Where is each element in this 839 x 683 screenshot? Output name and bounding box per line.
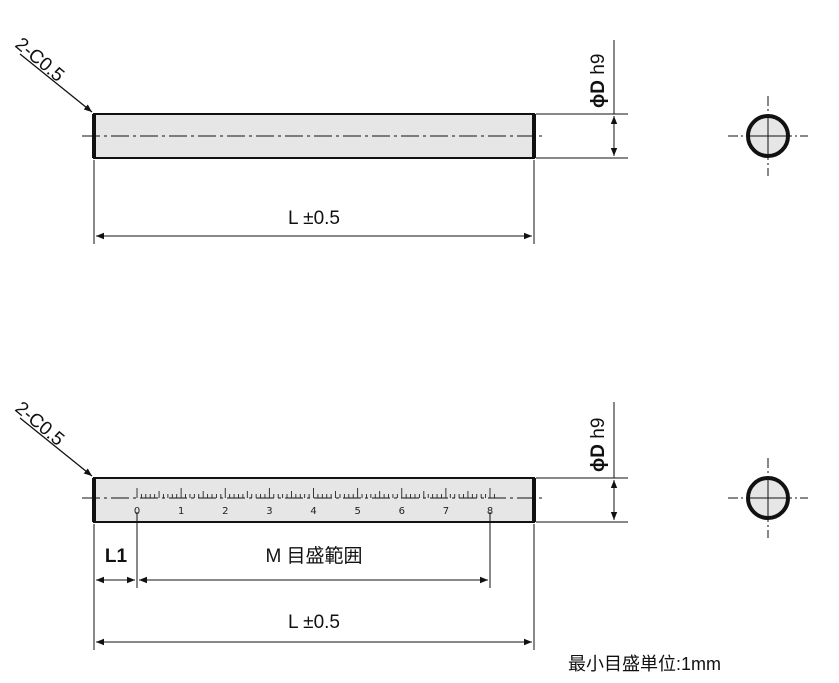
top-length-label: L ±0.5 <box>288 208 340 229</box>
top-dia-label: ϕD h9 <box>588 54 609 108</box>
scale-number: 7 <box>443 506 449 517</box>
scale-number: 6 <box>399 506 405 517</box>
bottom-chamfer-label: 2-C0.5 <box>11 398 68 451</box>
top-chamfer-leader <box>19 53 93 113</box>
scale-number: 5 <box>354 506 360 517</box>
scale-number: 4 <box>310 506 316 517</box>
minimum-scale-note: 最小目盛単位:1mm <box>568 654 721 674</box>
scale-number: 1 <box>178 506 184 517</box>
scale-number: 2 <box>222 506 228 517</box>
scale-number: 3 <box>266 506 272 517</box>
scale-number: 8 <box>487 506 493 517</box>
bottom-chamfer-leader <box>19 417 93 477</box>
scale-number: 0 <box>134 506 140 517</box>
bottom-cross-section <box>728 458 808 538</box>
top-cross-section <box>728 96 808 176</box>
l1-label: L1 <box>105 546 128 567</box>
scale-range-label: M 目盛範囲 <box>265 545 362 567</box>
bottom-dia-label: ϕD h9 <box>588 418 609 472</box>
top-rod-view: 2-C0.5 ϕD h9 L ±0.5 <box>11 34 628 244</box>
top-chamfer-label: 2-C0.5 <box>11 34 68 87</box>
graduated-scale: 0 1 2 3 4 5 6 7 8 <box>134 488 495 517</box>
bottom-length-label: L ±0.5 <box>288 612 340 633</box>
bottom-rod-view: 0 1 2 3 4 5 6 7 8 2-C0.5 ϕD h9 L1 M 目盛範囲 L ±0.5 <box>11 398 628 650</box>
